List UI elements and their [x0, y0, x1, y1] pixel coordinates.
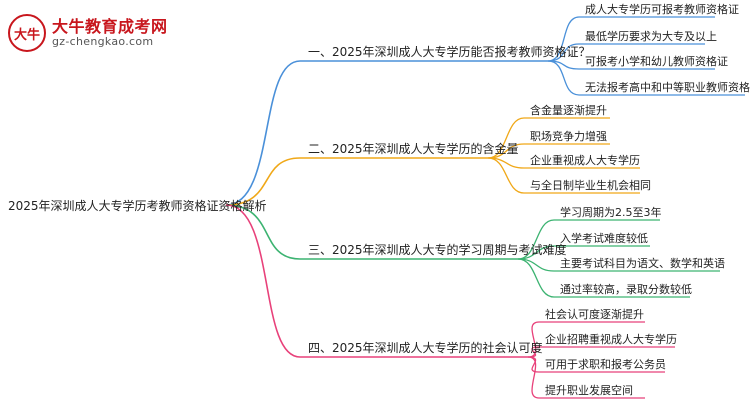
- branch-3-label: 三、2025年深圳成人大专的学习周期与考试难度: [308, 242, 567, 257]
- leaf-connector: [487, 157, 525, 194]
- branch-3-leaf-4: 通过率较高，录取分数较低: [560, 282, 692, 296]
- logo-url: gz-chengkao.com: [52, 34, 154, 48]
- branch-1-leaf-4: 无法报考高中和中等职业教师资格证: [585, 80, 750, 94]
- leaf-connector: [517, 219, 555, 260]
- branch-4-label: 四、2025年深圳成人大专学历的社会认可度: [308, 340, 543, 355]
- logo-text: 大牛教育成考网 gz-chengkao.com: [52, 18, 168, 48]
- branch-4-leaf-1: 社会认可度逐渐提升: [545, 307, 644, 321]
- site-logo[interactable]: 大牛 大牛教育成考网 gz-chengkao.com: [8, 14, 168, 52]
- branch-3-connector: [225, 204, 301, 260]
- branch-1-leaf-3: 可报考小学和幼儿教师资格证: [585, 54, 728, 68]
- branch-4-leaf-3: 可用于求职和报考公务员: [545, 357, 666, 371]
- leaf-connector: [547, 16, 580, 62]
- branch-2-connector: [225, 157, 301, 206]
- branch-2-leaf-3: 企业重视成人大专学历: [530, 153, 640, 167]
- logo-badge-icon: 大牛: [8, 14, 46, 52]
- leaf-connector: [487, 117, 525, 159]
- branch-1-leaf-1: 成人大专学历可报考教师资格证: [585, 2, 739, 16]
- branch-1-connector: [225, 60, 301, 206]
- leaf-connector: [517, 258, 555, 298]
- branch-3-leaf-3: 主要考试科目为语文、数学和英语: [560, 256, 725, 270]
- branch-4-leaf-4: 提升职业发展空间: [545, 383, 633, 397]
- leaf-connector: [527, 321, 540, 358]
- branch-1-label: 一、2025年深圳成人大专学历能否报考教师资格证？: [308, 44, 591, 59]
- branch-3-leaf-2: 入学考试难度较低: [560, 231, 648, 245]
- leaf-connector: [527, 356, 540, 399]
- branch-4-connector: [225, 204, 301, 358]
- branch-1-leaf-2: 最低学历要求为大专及以上: [585, 29, 717, 43]
- leaf-connector: [547, 60, 580, 96]
- branch-2-leaf-1: 含金量逐渐提升: [530, 103, 607, 117]
- branch-2-leaf-2: 职场竞争力增强: [530, 129, 607, 143]
- branch-4-leaf-2: 企业招聘重视成人大专学历: [545, 332, 677, 346]
- branch-3-leaf-1: 学习周期为2.5至3年: [560, 205, 662, 219]
- branch-2-leaf-4: 与全日制毕业生机会相同: [530, 178, 651, 192]
- root-node: 2025年深圳成人大专学历考教师资格证资格解析: [8, 198, 267, 213]
- branch-2-label: 二、2025年深圳成人大专学历的含金量: [308, 141, 519, 156]
- logo-name: 大牛教育成考网: [52, 17, 168, 37]
